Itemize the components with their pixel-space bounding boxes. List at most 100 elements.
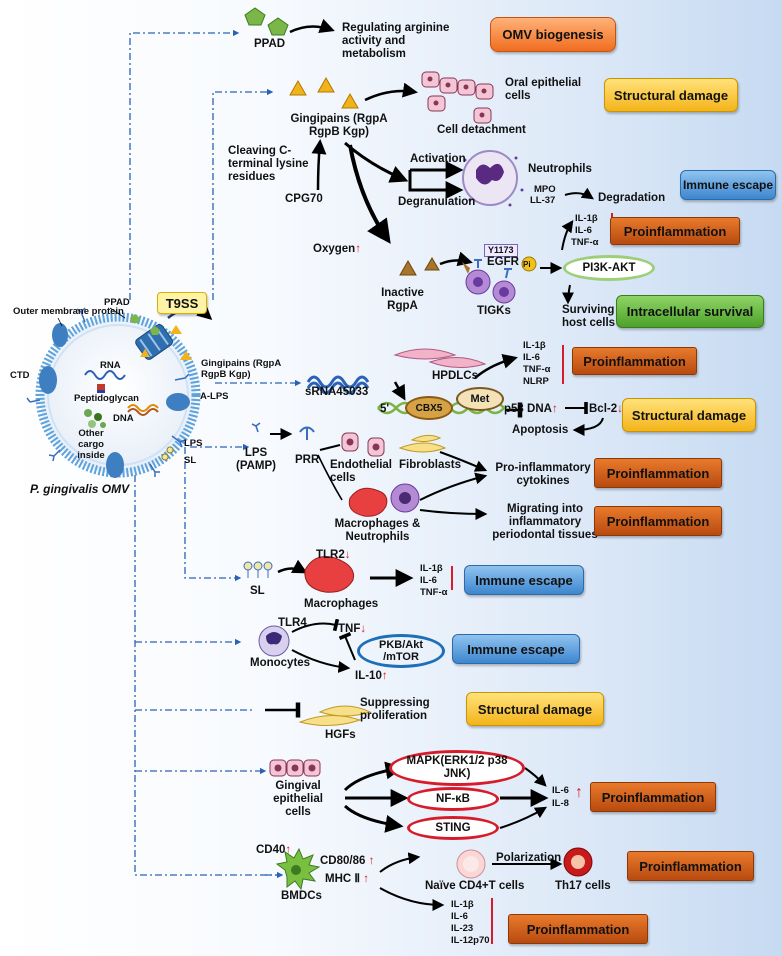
th17-cell-art bbox=[563, 847, 593, 877]
mapk-oval: MAPK(ERK1/2 p38 JNK) bbox=[389, 750, 525, 786]
ep-up-icon: ↑ bbox=[575, 784, 583, 801]
inactive-rgpa-label: Inactive RgpA bbox=[381, 287, 424, 312]
hpdlc-cells-art bbox=[393, 348, 487, 368]
tlr2-down-icon: ↓ bbox=[344, 549, 351, 561]
met-oval: Met bbox=[456, 387, 504, 411]
dna-label: DNA bbox=[113, 413, 134, 424]
ppad-pentagons bbox=[244, 7, 289, 36]
oral-epithelial-cells-art bbox=[421, 71, 494, 124]
vesicle-lps-label: LPS bbox=[184, 438, 203, 449]
sl-macrophage-art bbox=[304, 556, 355, 593]
bmdcs-label: BMDCs bbox=[281, 890, 322, 902]
proinflammation-box-1: Proinflammation bbox=[610, 217, 740, 245]
il10-up-icon: ↑ bbox=[381, 670, 388, 682]
hgfs-label: HGFs bbox=[325, 729, 356, 741]
endothelial-cells-art bbox=[341, 432, 385, 457]
egfr-label: EGFR bbox=[487, 256, 519, 268]
tigk-cells-art bbox=[462, 259, 516, 304]
macrophages-neutrophils-label: Macrophages & Neutrophils bbox=[334, 518, 421, 543]
tnf-down-icon: ↓ bbox=[360, 623, 367, 635]
nfkb-oval: NF-κB bbox=[407, 787, 499, 811]
bmdc-il23: IL-23 bbox=[451, 923, 474, 934]
macrophage-neutrophil-art bbox=[348, 483, 420, 517]
cd80-up-icon: ↑ bbox=[368, 855, 375, 867]
mhc-label: MHC Ⅱ ↑ bbox=[325, 873, 369, 885]
a-lps-label: A-LPS bbox=[200, 391, 229, 402]
il10-label: IL-10↑ bbox=[355, 670, 388, 682]
monocyte-art bbox=[258, 625, 290, 657]
gingival-cells-art bbox=[269, 759, 321, 777]
structural-damage-box-3: Structural damage bbox=[466, 692, 604, 726]
pi-label: Pi bbox=[523, 260, 531, 269]
hpdlcs-label: HPDLCs bbox=[432, 370, 479, 382]
sl-il6: IL-6 bbox=[420, 575, 437, 586]
proinflammation-box-2: Proinflammation bbox=[572, 347, 697, 375]
degranulation-label: Degranulation bbox=[398, 196, 476, 208]
srna-nlrp: NLRP bbox=[523, 376, 549, 387]
bmdc-il12: IL-12p70 bbox=[451, 935, 490, 946]
fibroblasts-label: Fibroblasts bbox=[399, 459, 461, 471]
omv-vesicle bbox=[26, 304, 213, 478]
proinflammation-box-7: Proinflammation bbox=[508, 914, 648, 944]
structural-damage-box-1: Structural damage bbox=[604, 78, 738, 112]
prr-label: PRR bbox=[295, 454, 320, 466]
outer-membrane-protein-label: Outer membrane protein bbox=[13, 306, 124, 317]
activation-label: Activation bbox=[410, 153, 466, 165]
oxygen-up-icon: ↑ bbox=[355, 243, 361, 255]
srna-il1b: IL-1β bbox=[523, 340, 546, 351]
vesicle-sl-label: SL bbox=[184, 455, 197, 466]
tlr2-label: TLR2↓ bbox=[316, 549, 351, 561]
proinflammation-box-6: Proinflammation bbox=[627, 851, 754, 881]
rna-label: RNA bbox=[100, 360, 121, 371]
omv-title: P. gingivalis OMV bbox=[30, 482, 130, 496]
cytokines-label: Pro-inflammatory cytokines bbox=[495, 462, 591, 487]
cpg70-label: CPG70 bbox=[285, 193, 323, 205]
naive-cell-art bbox=[456, 849, 486, 879]
t9ss-badge: T9SS bbox=[157, 292, 207, 314]
cleaving-label: Cleaving C-terminal lysine residues bbox=[228, 145, 309, 183]
mpo-label: MPO bbox=[534, 184, 556, 195]
gp-il1b: IL-1β bbox=[575, 213, 598, 224]
ppad-label: PPAD bbox=[254, 38, 286, 50]
oxygen-label: Oxygen↑ bbox=[313, 243, 361, 255]
vesicle-gingipains-label: Gingipains (RgpA RgpB Kgp) bbox=[201, 358, 281, 380]
vesicle-ppad-label: PPAD bbox=[104, 297, 130, 308]
lps-pamp-label: LPS (PAMP) bbox=[235, 447, 277, 472]
apoptosis-label: Apoptosis bbox=[512, 424, 569, 436]
proinflammation-box-5: Proinflammation bbox=[590, 782, 716, 812]
tigks-label: TIGKs bbox=[477, 305, 511, 317]
bmdc-art bbox=[275, 847, 321, 891]
sl-il1b: IL-1β bbox=[420, 563, 443, 574]
sl-macrophages-label: Macrophages bbox=[304, 598, 379, 610]
gingival-cells-label: Gingival epithelial cells bbox=[273, 780, 323, 818]
sl-label: SL bbox=[250, 585, 265, 597]
gingipains-label: Gingipains (RgpA RgpB Kgp) bbox=[290, 113, 388, 138]
monocytes-label: Monocytes bbox=[250, 657, 311, 669]
pi3k-akt-oval: PI3K-AKT bbox=[563, 255, 655, 281]
bmdc-il6: IL-6 bbox=[451, 911, 468, 922]
immune-escape-box-1: Immune escape bbox=[680, 170, 776, 200]
ctd-label: CTD bbox=[10, 370, 30, 381]
naive-label: Naïve CD4+T cells bbox=[425, 880, 525, 892]
neutrophils-label: Neutrophils bbox=[528, 163, 592, 175]
other-cargo-label: Other cargo inside bbox=[77, 428, 105, 461]
proinflammation-box-4: Proinflammation bbox=[594, 506, 722, 536]
tnf-label: TNF↓ bbox=[338, 623, 367, 635]
bmdc-il1b: IL-1β bbox=[451, 899, 474, 910]
endothelial-label: Endothelial cells bbox=[330, 459, 392, 484]
srna-tnfa: TNF-α bbox=[523, 364, 551, 375]
gingipain-triangles bbox=[289, 76, 359, 109]
y1173-tag: Y1173 bbox=[484, 244, 518, 257]
suppressing-label: Suppressing proliferation bbox=[360, 697, 430, 722]
gp-il6: IL-6 bbox=[575, 225, 592, 236]
migrating-label: Migrating into inflammatory periodontal … bbox=[492, 503, 598, 541]
sl-tnfa: TNF-α bbox=[420, 587, 448, 598]
bcl2-down-icon: ↓ bbox=[617, 403, 623, 415]
omv-biogenesis-box: OMV biogenesis bbox=[490, 17, 616, 52]
neutrophil-art bbox=[462, 150, 524, 207]
p53-up-icon: ↑ bbox=[551, 403, 558, 415]
fibroblast-art bbox=[398, 434, 447, 453]
srna-il6: IL-6 bbox=[523, 352, 540, 363]
sl-art bbox=[243, 561, 273, 578]
